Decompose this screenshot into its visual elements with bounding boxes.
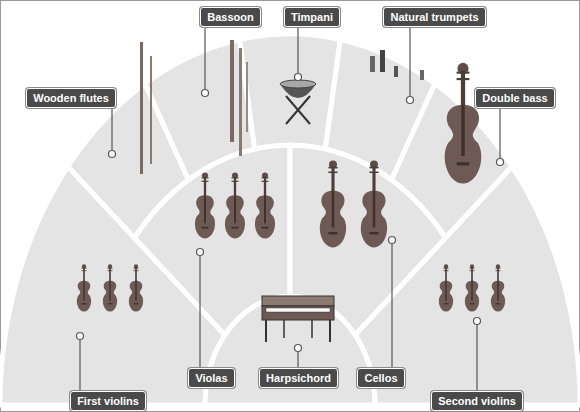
section-name: First violins [77, 395, 139, 408]
callout-label: Second violins [431, 391, 523, 411]
section-name: Timpani [291, 11, 333, 24]
violin-drawing [491, 264, 505, 311]
violin-drawing [439, 264, 453, 311]
callout-label: Bassoon [200, 7, 261, 27]
viola-drawing [225, 172, 245, 238]
seating-band [355, 166, 580, 405]
callout-label: Wooden flutes [26, 88, 116, 108]
harpsichord-drawing [262, 296, 334, 342]
callout-label: Timpani [284, 7, 340, 27]
section-name: Harpsichord [266, 372, 331, 385]
callout-label: Natural trumpets [383, 7, 486, 27]
leader-lines [77, 28, 504, 391]
callout-label: Double bass [475, 88, 555, 108]
callout-label: Harpsichord [259, 368, 338, 388]
violin-drawing [103, 264, 117, 311]
section-name: Second violins [438, 395, 516, 408]
violin-drawing [465, 264, 479, 311]
section-name: Cellos [364, 372, 397, 385]
callout-label: First violins [70, 391, 146, 411]
flutes-drawing [140, 42, 152, 174]
cello-drawing [361, 161, 387, 248]
section-name: Natural trumpets [390, 11, 478, 24]
violin-drawing [129, 264, 143, 311]
timpani-drawing [280, 80, 316, 124]
callout-label: Violas [188, 368, 235, 388]
seating-band [205, 296, 375, 405]
trumpets-drawing [370, 50, 424, 80]
violin-drawing [77, 264, 91, 311]
section-name: Double bass [482, 92, 547, 105]
seating-bands [0, 34, 580, 405]
double-bass-drawing [445, 63, 482, 184]
section-name: Violas [195, 372, 227, 385]
cello-drawing [320, 161, 346, 248]
viola-drawing [255, 172, 275, 238]
viola-drawing [195, 172, 215, 238]
callout-label: Cellos [357, 368, 405, 388]
section-name: Bassoon [207, 11, 253, 24]
bassoon-drawing [230, 40, 248, 156]
section-name: Wooden flutes [33, 92, 109, 105]
